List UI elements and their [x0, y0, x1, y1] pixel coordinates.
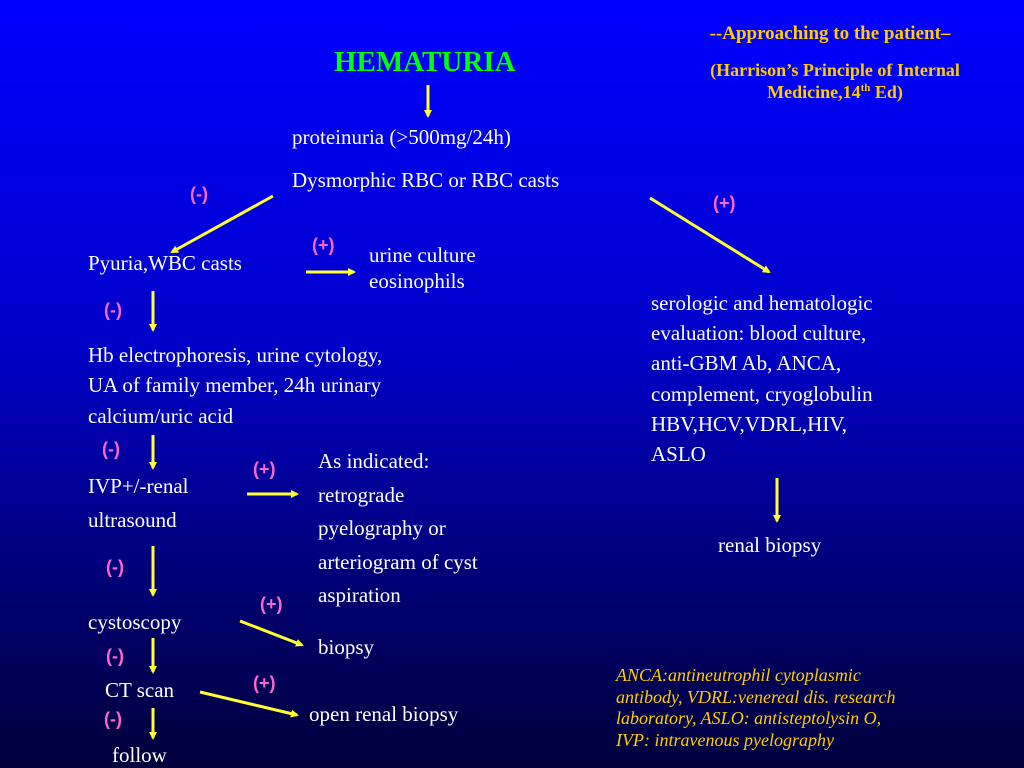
sign-negative: (-)	[102, 439, 120, 459]
arrow-to-pyuria	[170, 194, 274, 254]
sign-positive: (+)	[713, 193, 736, 213]
sign-negative: (-)	[190, 184, 208, 204]
node-ct-scan: CT scan	[105, 678, 175, 702]
page-title: HEMATURIA	[334, 46, 516, 78]
sign-negative: (-)	[104, 709, 122, 729]
sign-positive: (+)	[260, 594, 283, 614]
node-follow: follow	[112, 743, 167, 767]
sign-negative: (-)	[106, 646, 124, 666]
sign-negative: (-)	[106, 557, 124, 577]
node-dysmorphic: Dysmorphic RBC or RBC casts	[292, 168, 560, 192]
node-urine-culture: urine culture eosinophils	[369, 243, 476, 293]
node-renal-biopsy: renal biopsy	[718, 533, 822, 557]
arrow-to-serologic	[649, 196, 771, 274]
sign-positive: (+)	[253, 673, 276, 693]
reference-superscript: th	[860, 82, 871, 94]
node-proteinuria: proteinuria (>500mg/24h)	[292, 125, 511, 149]
sign-negative: (-)	[104, 300, 122, 320]
sign-positive: (+)	[312, 235, 335, 255]
abbreviation-legend: ANCA:antineutrophil cytoplasmic antibody…	[616, 665, 896, 750]
approach-heading: --Approaching to the patient–	[709, 23, 951, 44]
arrow-cystoscopy-to-biopsy	[239, 619, 304, 647]
reference-edition-suffix: Ed)	[870, 82, 903, 102]
sign-positive: (+)	[253, 459, 276, 479]
node-pyuria: Pyuria,WBC casts	[88, 251, 242, 275]
reference-edition: Medicine,14	[767, 82, 861, 102]
node-cystoscopy: cystoscopy	[88, 610, 182, 634]
node-open-renal-biopsy: open renal biopsy	[309, 702, 459, 726]
node-hb-electrophoresis: Hb electrophoresis, urine cytology, UA o…	[88, 343, 383, 428]
node-ivp: IVP+/-renal ultrasound	[88, 474, 189, 532]
node-as-indicated: As indicated: retrograde pyelography or …	[318, 449, 478, 608]
node-serologic: serologic and hematologic evaluation: bl…	[651, 291, 873, 467]
node-biopsy: biopsy	[318, 635, 375, 659]
arrow-ct-to-open-biopsy	[199, 690, 299, 718]
reference-line-1: (Harrison’s Principle of Internal	[710, 60, 960, 80]
reference-line-2: Medicine,14th Ed)	[660, 82, 1010, 104]
